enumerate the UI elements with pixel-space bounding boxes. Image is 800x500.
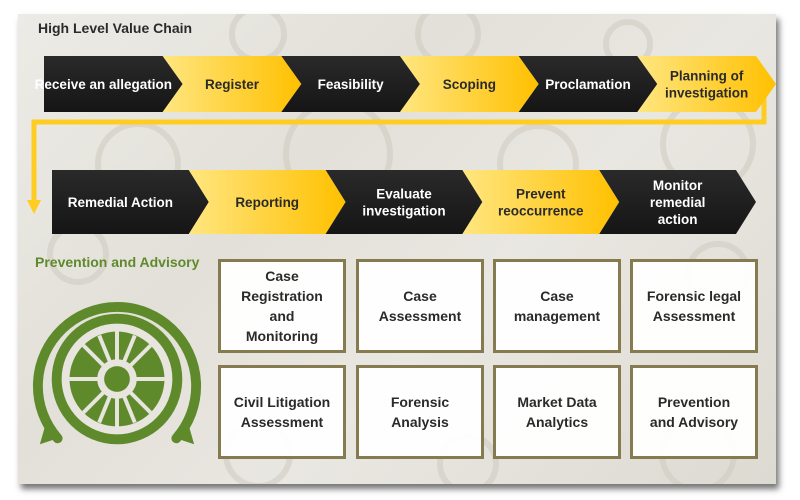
flow-connector-arrowhead [27,200,41,214]
chevron-label: Remedial Action [68,195,173,210]
chevron-label: Register [205,77,260,92]
capability-label: Case Assessment [378,288,462,324]
chevron-label: Feasibility [318,77,385,92]
chevron-label: Proclamation [545,77,631,92]
value-chain-diagram: Receive an allegation Register Feasibility… [27,56,776,234]
capability-box: Case Assessment [356,259,484,353]
chevron-label: Scoping [443,77,496,92]
capability-label: Case management [513,288,601,324]
capability-box: Forensic Analysis [356,365,484,459]
chevron-step [637,56,776,112]
chevron-step [281,56,420,112]
capability-box: Case Registration and Monitoring [218,259,346,353]
capability-box: Civil Litigation Assessment [218,365,346,459]
capability-label: Market Data Analytics [517,394,597,430]
chevron-step [462,170,620,234]
cycle-wheel-icon [32,302,202,445]
capability-box: Market Data Analytics [493,365,621,459]
chevron-step [44,56,183,112]
section-title-prevention: Prevention and Advisory [35,254,200,270]
chevron-step [188,170,346,234]
chevron-step [52,170,209,234]
chevron-step [599,170,756,234]
chevron-label: Reporting [235,195,299,210]
capability-box: Forensic legal Assessment [630,259,758,353]
chevron-step [162,56,302,112]
page-title: High Level Value Chain [38,20,193,36]
chevron-step [518,56,658,112]
capability-box: Prevention and Advisory [630,365,758,459]
capability-box: Case management [493,259,621,353]
capability-label: Civil Litigation Assessment [233,394,331,430]
capability-label: Case Registration and Monitoring [241,268,323,344]
flow-connector-line [31,86,767,204]
chevron-step [325,170,483,234]
value-chain-card: High Level Value Chain Receive an allega… [18,14,776,484]
prevention-grid: Case Registration and Monitoring Case As… [218,259,764,484]
capability-label: Forensic legal Assessment [646,288,742,324]
chevron-step [400,56,539,112]
capability-label: Forensic Analysis [390,394,450,430]
capability-label: Prevention and Advisory [649,394,739,430]
chevron-label: Receive an allegation [35,77,172,92]
